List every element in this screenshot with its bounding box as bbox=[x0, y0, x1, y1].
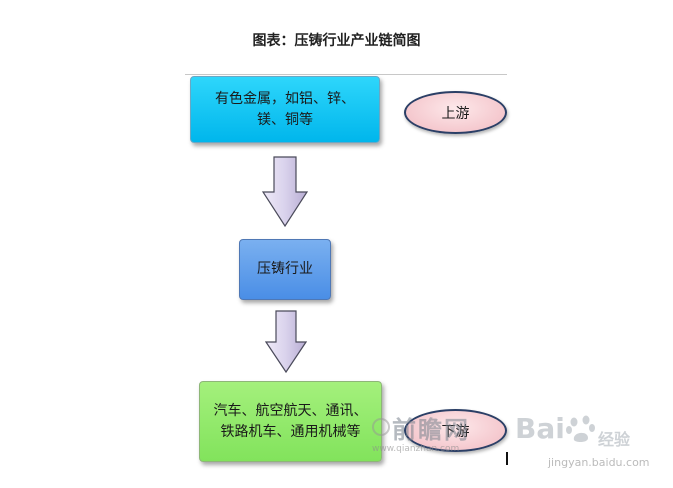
text-cursor bbox=[506, 452, 508, 465]
upstream-node-line2: 镁、铜等 bbox=[257, 111, 313, 128]
baidu-watermark-suffix: 经验 bbox=[598, 430, 631, 449]
downstream-tag: 下游 bbox=[404, 409, 507, 452]
qianzhan-watermark: 前瞻网 bbox=[392, 416, 470, 444]
qianzhan-logo-icon bbox=[372, 418, 390, 436]
downstream-node-line1: 汽车、航空航天、通讯、 bbox=[213, 402, 368, 419]
downstream-node-line2: 铁路机车、通用机械等 bbox=[220, 423, 361, 440]
baidu-paw-icon bbox=[566, 415, 595, 443]
baidu-watermark: Bai bbox=[515, 412, 565, 445]
diagram-title: 图表：压铸行业产业链简图 bbox=[252, 33, 421, 49]
upstream-node: 有色金属，如铝、锌、 镁、铜等 bbox=[190, 76, 380, 143]
industry-node: 压铸行业 bbox=[239, 239, 331, 300]
title-divider bbox=[185, 74, 507, 75]
qianzhan-watermark-url: www.qianzhan.com bbox=[372, 444, 460, 454]
baidu-watermark-url: jingyan.baidu.com bbox=[548, 456, 650, 469]
down-arrow-icon bbox=[265, 310, 307, 374]
downstream-node: 汽车、航空航天、通讯、 铁路机车、通用机械等 bbox=[199, 381, 382, 462]
down-arrow-icon bbox=[262, 156, 308, 228]
upstream-node-line1: 有色金属，如铝、锌、 bbox=[215, 90, 355, 107]
upstream-tag: 上游 bbox=[404, 91, 507, 134]
